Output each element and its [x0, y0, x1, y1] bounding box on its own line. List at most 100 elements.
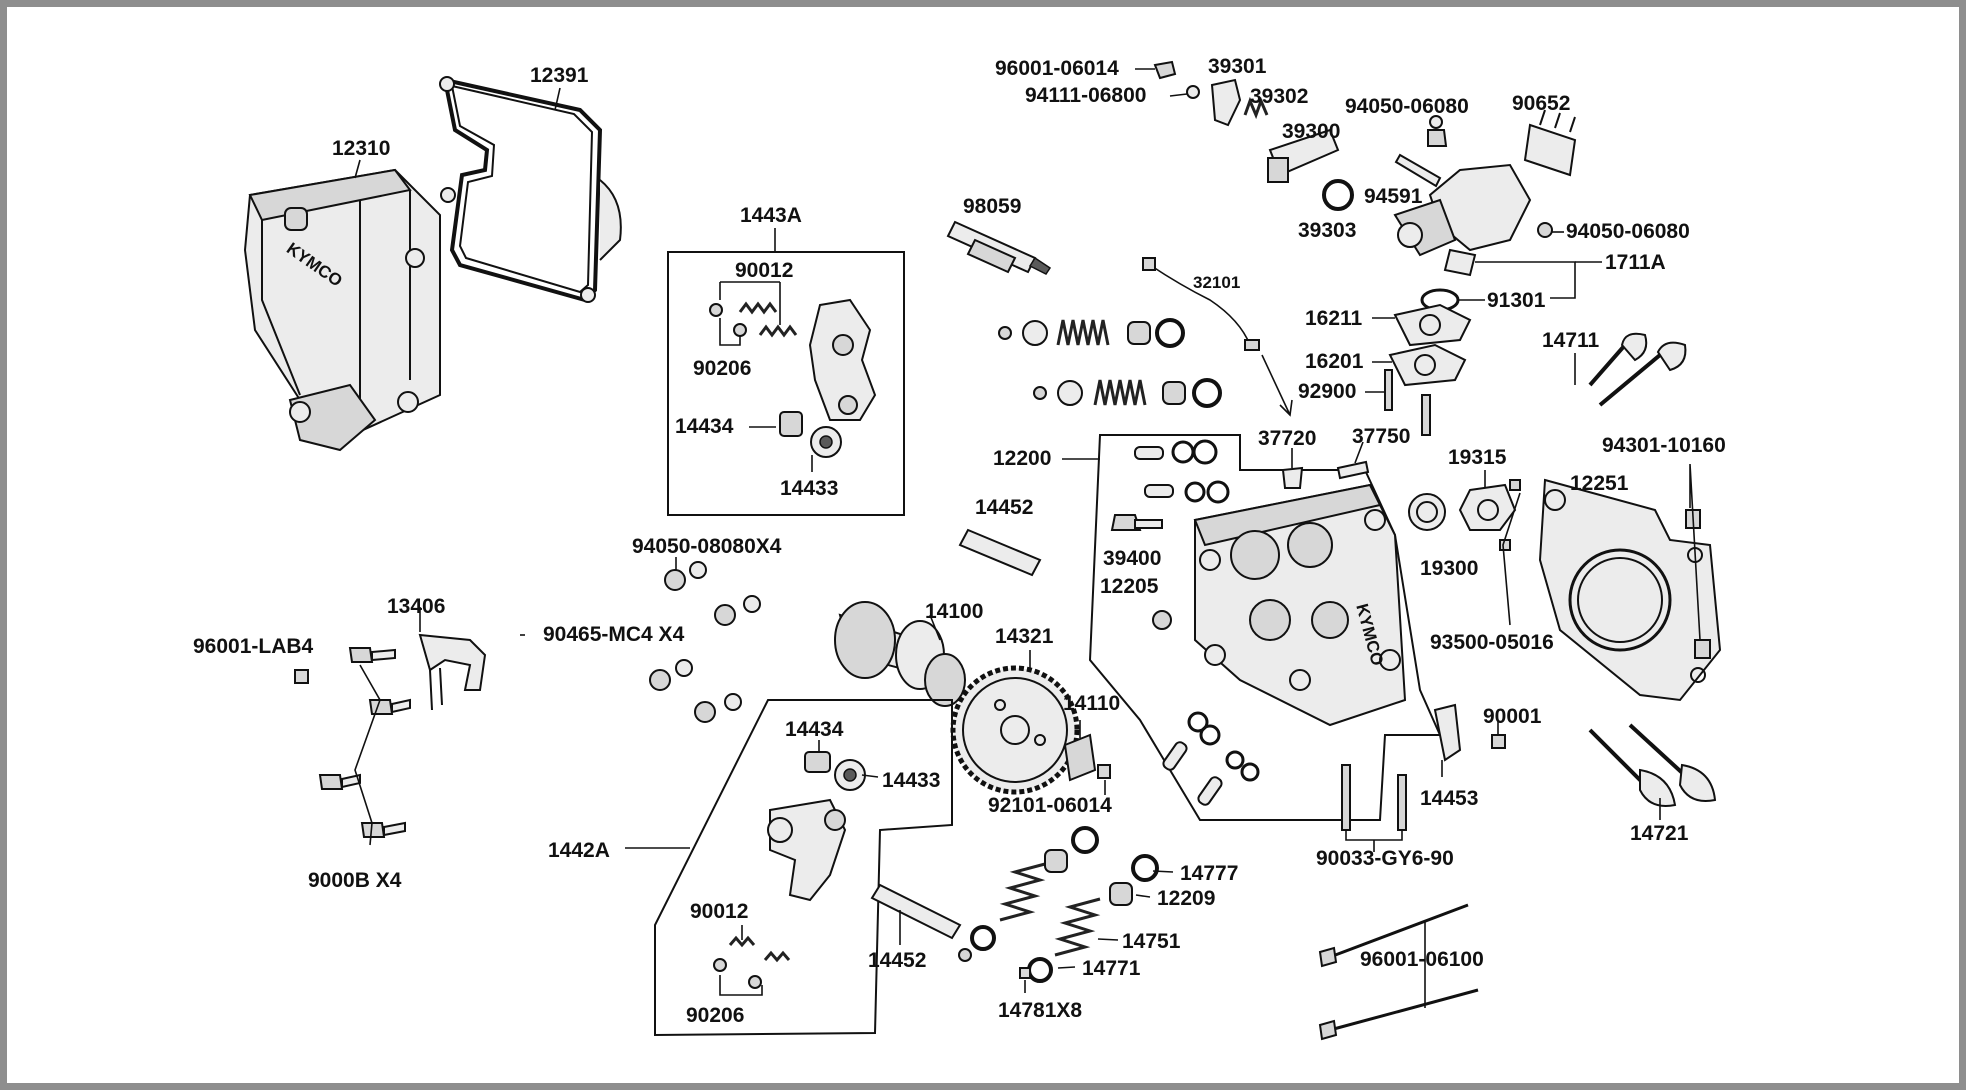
label-1711A: 1711A [1605, 251, 1666, 274]
label-94050-08080X4: 94050-08080X4 [632, 535, 782, 558]
label-90465-MC4-X4: 90465-MC4 X4 [543, 623, 685, 646]
label-12391: 12391 [530, 64, 589, 87]
label-12209: 12209 [1157, 887, 1215, 910]
bolt-96001-LAB4 [294, 669, 309, 684]
label-13406: 13406 [387, 595, 445, 618]
bolt-92101-06014 [1097, 764, 1111, 779]
valves-14711 [1588, 332, 1687, 407]
rocker-shaft-upper [958, 528, 1042, 577]
label-90012-b: 90012 [690, 900, 748, 923]
valves-14721 [1588, 723, 1717, 807]
camshaft [834, 601, 966, 707]
plug-12205 [1152, 610, 1172, 630]
label-14781X8: 14781X8 [998, 999, 1082, 1022]
label-16211: 16211 [1305, 307, 1363, 330]
valve-guides-lower [1162, 711, 1260, 806]
label-12200: 12200 [993, 447, 1051, 470]
valve-cover: KYMCO [243, 168, 441, 452]
label-90001: 90001 [1483, 705, 1542, 728]
label-14100: 14100 [925, 600, 983, 623]
nuts-washers [649, 561, 761, 723]
bolt-90001 [1491, 734, 1506, 749]
throttle-body-90652 [1523, 109, 1577, 177]
rocker-arm-lower [767, 751, 866, 902]
label-14711: 14711 [1542, 329, 1600, 352]
tensioner-14110 [1063, 733, 1097, 782]
cotter-14781-a [958, 948, 972, 962]
label-14452-a: 14452 [975, 496, 1033, 519]
bracket-1711A [1475, 261, 1576, 299]
bolt-96001-06014 [1153, 60, 1177, 80]
label-14452-b: 14452 [868, 949, 926, 972]
dowel-94301-10160 [1685, 509, 1711, 659]
label-14110: 14110 [1063, 692, 1120, 715]
label-90652: 90652 [1512, 92, 1570, 115]
label-90206-a: 90206 [693, 357, 751, 380]
label-1442A: 1442A [548, 839, 610, 862]
label-1443A: 1443A [740, 204, 802, 227]
label-14321: 14321 [995, 625, 1054, 648]
wire-sensor-32101 [1142, 257, 1260, 351]
label-14771: 14771 [1082, 957, 1141, 980]
bolt-94050-06080-top [1427, 115, 1448, 147]
label-14777: 14777 [1180, 862, 1238, 885]
rocker-arm-upper [779, 298, 877, 458]
gasket-16201 [1388, 343, 1467, 387]
label-39302: 39302 [1250, 85, 1308, 108]
label-12251: 12251 [1570, 472, 1629, 495]
label-12205: 12205 [1100, 575, 1159, 598]
cylinder-head: KYMCO [1193, 483, 1407, 727]
label-93500-05016: 93500-05016 [1430, 631, 1554, 654]
cap-19315 [1458, 483, 1517, 531]
cam-sprocket [950, 665, 1080, 795]
label-92101-06014: 92101-06014 [988, 794, 1112, 817]
label-39400: 39400 [1103, 547, 1161, 570]
label-19300: 19300 [1420, 557, 1478, 580]
label-96001-06100: 96001-06100 [1360, 948, 1484, 971]
label-94050-06080-b: 94050-06080 [1566, 220, 1690, 243]
label-96001-LAB4: 96001-LAB4 [193, 635, 314, 658]
label-90033-GY6-90: 90033-GY6-90 [1316, 847, 1454, 870]
studs-90033 [1341, 764, 1407, 831]
label-96001-06014: 96001-06014 [995, 57, 1119, 80]
bracket-37720 [1281, 466, 1304, 489]
clip-39302 [1243, 96, 1269, 120]
label-94301-10160: 94301-10160 [1602, 434, 1726, 457]
temp-sensor-39400 [1110, 514, 1163, 531]
label-98059: 98059 [963, 195, 1021, 218]
springs-90012-upper [709, 301, 798, 338]
washer-94111-06800 [1186, 85, 1200, 99]
label-32101: 32101 [1193, 273, 1240, 292]
cover-gasket [439, 76, 622, 303]
assembly-box-1443A [667, 251, 905, 516]
nut-94050-06080-right [1537, 222, 1553, 238]
label-16201: 16201 [1305, 350, 1364, 373]
valve-springs-upper [998, 318, 1222, 408]
label-12310: 12310 [332, 137, 390, 160]
rocker-shaft-lower [870, 883, 962, 940]
label-39303: 39303 [1298, 219, 1356, 242]
label-14434-b: 14434 [785, 718, 844, 741]
label-37720: 37720 [1258, 427, 1316, 450]
studs-92900 [1384, 369, 1431, 436]
label-19315: 19315 [1448, 446, 1507, 469]
label-14721: 14721 [1630, 822, 1689, 845]
clip-39301 [1210, 78, 1242, 127]
spark-plug [946, 220, 1052, 275]
label-94111-06800: 94111-06800 [1025, 84, 1146, 107]
label-39301: 39301 [1208, 55, 1267, 78]
label-91301: 91301 [1487, 289, 1546, 312]
label-14751: 14751 [1122, 930, 1181, 953]
springs-90012-lower [713, 935, 791, 989]
bracket-13406 [418, 633, 487, 711]
label-92900: 92900 [1298, 380, 1356, 403]
injector-39300 [1267, 128, 1340, 183]
gasket-16211 [1393, 303, 1472, 347]
label-14433-b: 14433 [882, 769, 940, 792]
label-14434-a: 14434 [675, 415, 734, 438]
label-37750: 37750 [1352, 425, 1410, 448]
o-ring-39303 [1322, 179, 1354, 211]
label-14433-a: 14433 [780, 477, 838, 500]
pin-94591 [1394, 153, 1442, 188]
